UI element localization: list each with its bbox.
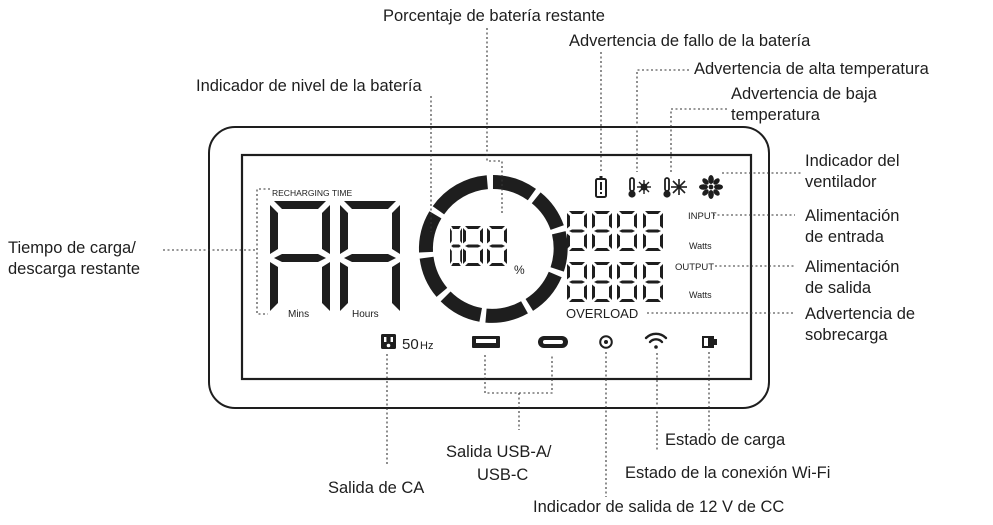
label-battery-fault: Advertencia de fallo de la batería: [569, 32, 811, 50]
label-battery-level: Indicador de nivel de la batería: [196, 77, 422, 95]
label-12v-dc: Indicador de salida de 12 V de CC: [533, 498, 785, 516]
fan-icon: [699, 175, 723, 199]
hz-digits: 50: [402, 336, 419, 353]
label-low-temp-line2: temperatura: [731, 106, 820, 124]
high-temp-icon: [628, 177, 651, 198]
label-overload-line1: Advertencia de: [805, 305, 916, 323]
label-time-line2: descarga restante: [8, 260, 141, 278]
label-input-line2: de entrada: [805, 228, 884, 246]
input-label: INPUT: [688, 211, 717, 222]
output-watts-display: [567, 262, 663, 302]
usb-a-icon: [472, 336, 500, 348]
percent-digit-3: [487, 226, 507, 266]
ac-outlet-icon: [381, 334, 396, 349]
battery-level-ring: [418, 175, 568, 323]
label-charge-status: Estado de carga: [665, 431, 786, 449]
label-output-line2: de salida: [805, 279, 872, 297]
low-temp-icon: [663, 177, 687, 198]
percent-sign: %: [514, 263, 525, 277]
percent-digit-1: [450, 226, 462, 266]
label-battery-percent: Porcentaje de batería restante: [383, 7, 605, 25]
wifi-icon: [644, 332, 668, 349]
dc-12v-icon: [599, 335, 613, 349]
time-digit-1: [270, 201, 330, 311]
recharging-time-label: RECHARGING TIME: [272, 188, 352, 198]
hz-unit: Hz: [420, 340, 433, 352]
label-fan-line1: Indicador del: [805, 152, 900, 170]
lcd-screen: [240, 153, 753, 381]
label-fan-line2: ventilador: [805, 173, 877, 191]
mins-label: Mins: [288, 309, 309, 320]
overload-label: OVERLOAD: [566, 306, 638, 321]
charging-status-icon: [702, 336, 717, 348]
hours-label: Hours: [352, 309, 379, 320]
label-output-line1: Alimentación: [805, 258, 900, 276]
label-ac-output: Salida de CA: [328, 479, 425, 497]
label-usb-line2: USB-C: [477, 466, 529, 484]
percent-digit-2: [463, 226, 483, 266]
label-time-line1: Tiempo de carga/: [8, 239, 136, 257]
label-usb-line1: Salida USB-A/: [446, 443, 552, 461]
label-overload-line2: sobrecarga: [805, 326, 888, 344]
label-high-temp: Advertencia de alta temperatura: [694, 60, 929, 78]
battery-fault-icon: [595, 176, 607, 198]
output-watts-unit: Watts: [689, 290, 712, 300]
label-input-line1: Alimentación: [805, 207, 900, 225]
output-label: OUTPUT: [675, 262, 714, 273]
label-low-temp-line1: Advertencia de baja: [731, 85, 877, 103]
usb-c-icon: [538, 336, 568, 348]
input-watts-unit: Watts: [689, 241, 712, 251]
device-frame: [208, 126, 770, 409]
ac-frequency: 50 Hz: [402, 336, 433, 353]
label-wifi-status: Estado de la conexión Wi-Fi: [625, 464, 831, 482]
time-digit-2: [340, 201, 400, 311]
leader-lines: [163, 28, 802, 497]
input-watts-display: [567, 211, 663, 251]
